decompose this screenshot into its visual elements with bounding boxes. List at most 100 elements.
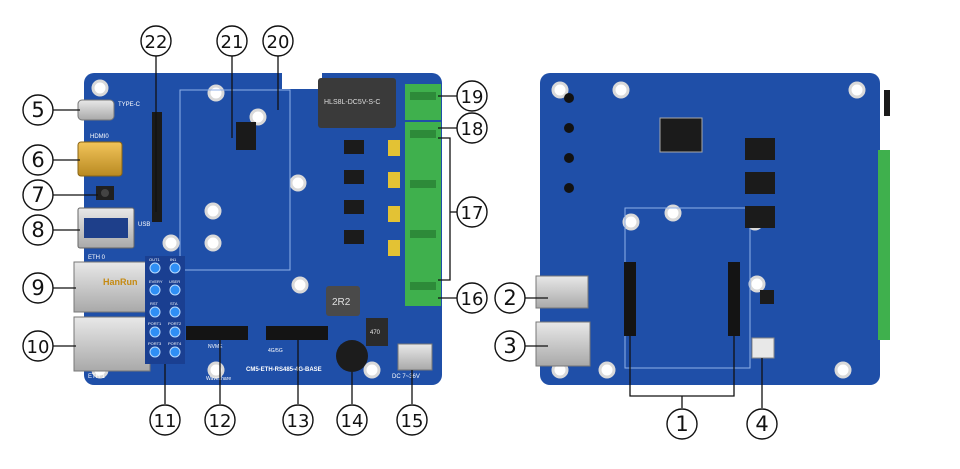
mount-hole bbox=[91, 79, 109, 97]
indicator-led bbox=[169, 262, 181, 274]
back-terminal-edge bbox=[878, 150, 890, 340]
terminal-screw bbox=[410, 130, 436, 138]
mount-hole bbox=[204, 202, 222, 220]
svg-text:3: 3 bbox=[503, 334, 516, 358]
svg-text:9: 9 bbox=[31, 276, 44, 300]
rs485-chips bbox=[344, 140, 364, 244]
back-switch bbox=[751, 337, 775, 359]
mount-hole bbox=[551, 81, 569, 99]
svg-text:13: 13 bbox=[287, 411, 310, 432]
cm5-connector bbox=[236, 122, 256, 150]
led-label: USER bbox=[169, 279, 180, 284]
relay bbox=[318, 78, 396, 128]
svg-text:20: 20 bbox=[267, 32, 290, 53]
tf-slot bbox=[535, 321, 591, 367]
typec-label: TYPE-C bbox=[118, 102, 141, 108]
callout-21: 21 bbox=[216, 25, 248, 57]
hdmi-label: HDMI0 bbox=[90, 134, 109, 140]
terminal-screw bbox=[410, 92, 436, 100]
terminal-screw bbox=[410, 230, 436, 238]
terminal-block bbox=[405, 122, 441, 306]
chip bbox=[344, 140, 364, 154]
brand-label: Waveshare bbox=[206, 376, 231, 382]
svg-text:10: 10 bbox=[27, 337, 50, 358]
svg-text:19: 19 bbox=[461, 87, 484, 108]
chip bbox=[760, 290, 774, 304]
indicator-led bbox=[149, 346, 161, 358]
back-board bbox=[535, 73, 890, 385]
callout-16: 16 bbox=[456, 282, 488, 314]
buzzer bbox=[336, 340, 368, 372]
svg-text:8: 8 bbox=[31, 218, 44, 242]
mount-hole bbox=[664, 204, 682, 222]
terminal-jumper bbox=[388, 140, 400, 156]
chip bbox=[344, 230, 364, 244]
terminal-jumper bbox=[388, 240, 400, 256]
capacitor bbox=[366, 318, 388, 346]
eth1-label: ETH 1 bbox=[88, 374, 106, 380]
mount-hole bbox=[289, 174, 307, 192]
led-label: STA bbox=[170, 301, 178, 306]
chip bbox=[344, 170, 364, 184]
relay-label: HLS8L-DC5V-S-C bbox=[324, 99, 380, 106]
led-labels: OUT1 IN1 EVERY USER RST STA PORT1 PORT2 … bbox=[148, 257, 182, 346]
callout-2: 2 bbox=[494, 282, 526, 314]
indicator-led bbox=[169, 326, 181, 338]
power-label: DC 7~36V bbox=[392, 374, 420, 380]
dc-power-jack bbox=[397, 343, 433, 371]
callout-4: 4 bbox=[746, 408, 778, 440]
led-label: OUT1 bbox=[149, 257, 160, 262]
mount-hole bbox=[291, 276, 309, 294]
indicator-led bbox=[149, 306, 161, 318]
indicator-led bbox=[169, 284, 181, 296]
mount-hole bbox=[834, 361, 852, 379]
m2-slot bbox=[186, 326, 248, 340]
svg-text:7: 7 bbox=[31, 183, 44, 207]
svg-text:12: 12 bbox=[209, 411, 232, 432]
callout-9: 9 bbox=[22, 272, 54, 304]
callout-12: 12 bbox=[204, 404, 236, 436]
led-array bbox=[149, 262, 181, 358]
terminal-jumper bbox=[388, 172, 400, 188]
mount-hole bbox=[612, 81, 630, 99]
wireless-module bbox=[659, 117, 703, 153]
chip bbox=[344, 200, 364, 214]
svg-text:6: 6 bbox=[31, 148, 44, 172]
callout-5: 5 bbox=[22, 94, 54, 126]
mount-hole bbox=[204, 234, 222, 252]
mount-hole bbox=[249, 108, 267, 126]
callouts: 5 6 7 8 9 10 22 21 20 19 18 17 16 11 12 … bbox=[22, 25, 778, 440]
model-label: CM5-ETH-RS485-4G-BASE bbox=[246, 367, 322, 373]
callout-20: 20 bbox=[262, 25, 294, 57]
back-transistors bbox=[564, 93, 574, 193]
leader-lines bbox=[52, 55, 763, 408]
typec-port bbox=[77, 99, 115, 121]
mount-hole bbox=[598, 361, 616, 379]
chip bbox=[745, 172, 775, 194]
rj45-brand: HanRun bbox=[103, 277, 138, 287]
indicator-led bbox=[169, 306, 181, 318]
inductor-label: 2R2 bbox=[332, 297, 351, 308]
mount-hole bbox=[162, 234, 180, 252]
cm5-outline bbox=[179, 89, 291, 271]
cm5-connector-back bbox=[624, 262, 636, 336]
front-pcb-notch bbox=[282, 73, 322, 89]
svg-text:1: 1 bbox=[675, 412, 688, 436]
svg-text:2: 2 bbox=[503, 286, 516, 310]
chip bbox=[745, 206, 775, 228]
mount-hole bbox=[748, 275, 766, 293]
callout-19: 19 bbox=[456, 80, 488, 112]
callout-1: 1 bbox=[666, 408, 698, 440]
slot-left-label: NVME bbox=[208, 344, 223, 350]
transistor bbox=[564, 123, 574, 133]
terminal-screw bbox=[410, 180, 436, 188]
callout-18: 18 bbox=[456, 112, 488, 144]
svg-text:4: 4 bbox=[755, 412, 768, 436]
chip bbox=[745, 138, 775, 160]
svg-text:16: 16 bbox=[461, 289, 484, 310]
mount-hole bbox=[207, 361, 225, 379]
leader-17 bbox=[438, 137, 451, 281]
svg-text:11: 11 bbox=[154, 411, 177, 432]
transistor bbox=[564, 153, 574, 163]
